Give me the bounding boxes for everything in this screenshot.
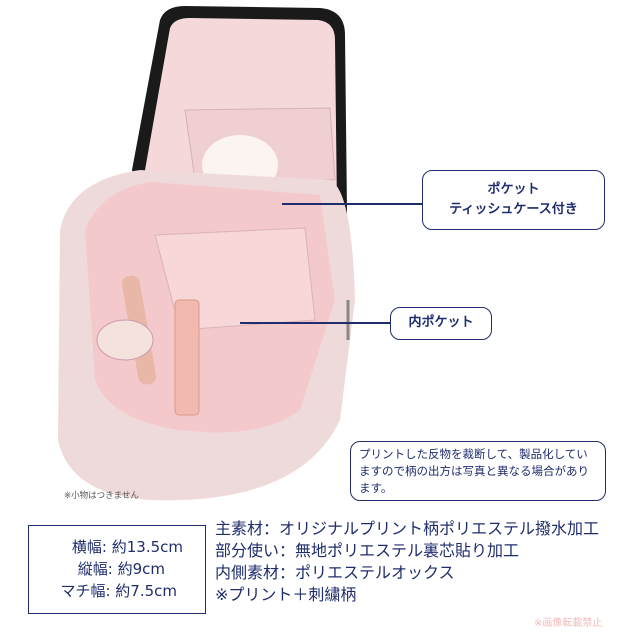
dimension-height: 縦幅: 約9cm — [77, 560, 165, 578]
copyright-notice: ※画像転載禁止 — [534, 618, 603, 629]
material-inner: 内側素材：ポリエステルオックス — [215, 563, 455, 582]
accessories-note: ※小物はつきません — [64, 491, 139, 501]
dimensions-box: 横幅: 約13.5cm 縦幅: 約9cm マチ幅: 約7.5cm — [28, 525, 206, 614]
print-note: プリントした反物を裁断して、製品化していますので柄の出方は写真と異なる場合があり… — [350, 441, 606, 501]
dimension-depth: マチ幅: 約7.5cm — [60, 582, 177, 600]
callout-pocket-tissue: ポケット ティッシュケース付き — [422, 170, 605, 230]
jar — [96, 319, 154, 361]
callout-inner-pocket: 内ポケット — [390, 307, 492, 340]
material-print-note: ※プリント＋刺繍柄 — [215, 585, 357, 604]
materials-list: 主素材：オリジナルプリント柄ポリエステル撥水加工 部分使い：無地ポリエステル裏芯… — [215, 518, 599, 606]
material-main: 主素材：オリジナルプリント柄ポリエステル撥水加工 — [215, 519, 600, 538]
callout-line-2: ティッシュケース付き — [449, 202, 578, 217]
lip-cream — [174, 299, 200, 416]
dimension-width: 横幅: 約13.5cm — [71, 538, 183, 556]
callout-inner-pocket-label: 内ポケット — [408, 315, 474, 330]
callout-line-1: ポケット — [487, 182, 540, 197]
material-partial: 部分使い：無地ポリエステル裏芯貼り加工 — [215, 541, 520, 560]
